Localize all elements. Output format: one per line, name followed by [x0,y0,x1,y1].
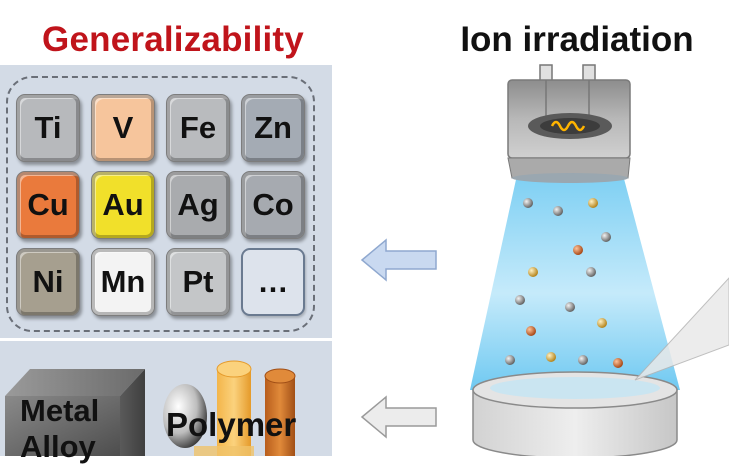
element-tile: Ni [16,248,80,316]
polymer-shapes [163,360,296,456]
element-symbol: Au [102,187,144,222]
element-tile: Zn [241,94,305,162]
metal-alloy-label: Metal Alloy [20,393,99,465]
ion-irradiation-title: Ion irradiation [460,20,694,59]
ion-source [507,64,631,183]
element-tile: … [241,248,305,316]
element-tile: Mn [91,248,155,316]
element-symbol: V [112,110,134,145]
metal-label: Metal [20,393,100,428]
sample-stage [472,371,678,456]
element-symbol: Ag [177,187,219,222]
element-tile: Fe [166,94,230,162]
element-symbol: Ti [34,110,62,145]
polymer-cylinder-orange [216,360,252,456]
zoom-callout [634,277,729,381]
element-symbol: Cu [27,187,69,222]
element-tile: Cu [16,171,80,239]
generalizability-title: Generalizability [42,20,304,59]
element-group-outline [6,76,315,332]
element-tile: Co [241,171,305,239]
polymer-sphere [163,384,207,448]
polymer-label: Polymer [166,406,297,443]
arrow-left-gray [360,395,437,439]
alloy-label: Alloy [20,429,96,464]
panel-divider [0,338,332,341]
element-symbol: Zn [254,110,292,145]
element-symbol: Ni [32,264,64,299]
element-symbol: Co [252,187,294,222]
ion-irradiation-illustration [470,64,729,456]
element-tile: Ti [16,94,80,162]
element-symbol: Mn [100,264,146,299]
element-tile: Pt [166,248,230,316]
materials-illustration [5,360,296,456]
element-tile: Au [91,171,155,239]
arrow-left-blue [360,238,437,282]
element-symbol: Pt [182,264,214,299]
element-symbol: Fe [179,110,217,145]
metal-cube [5,369,145,456]
element-tile: Ag [166,171,230,239]
polymer-cylinder-brown [264,368,296,456]
filament-icon [550,120,586,132]
element-symbol: … [257,264,289,299]
ion-beam [470,175,680,390]
element-tile: V [91,94,155,162]
